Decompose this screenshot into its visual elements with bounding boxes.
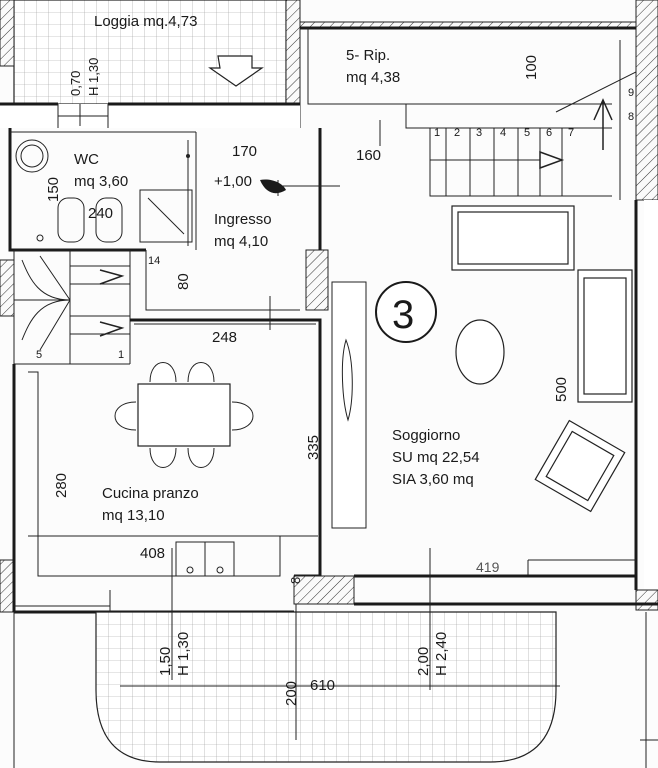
stair-step-6: 6 bbox=[546, 127, 552, 139]
loggia-head-height: H 1,30 bbox=[86, 58, 101, 96]
rip-area: mq 4,38 bbox=[346, 69, 400, 86]
stair-step-4: 4 bbox=[500, 127, 506, 139]
terrace-left-head: H 1,30 bbox=[175, 632, 192, 676]
ingresso-pier bbox=[305, 249, 329, 311]
entrance-door-icon bbox=[260, 179, 286, 194]
left-wall-mid bbox=[0, 259, 15, 317]
loggia-wall-left bbox=[0, 0, 15, 67]
right-wall-top bbox=[635, 0, 658, 201]
ingresso-step-note: 14 bbox=[148, 255, 160, 267]
stair-step-5: 5 bbox=[524, 127, 530, 139]
soggiorno-dim-top: 160 bbox=[356, 147, 381, 164]
armchair bbox=[534, 419, 626, 513]
soggiorno-sia: SIA 3,60 mq bbox=[392, 471, 474, 488]
left-wall-low bbox=[0, 559, 15, 613]
stairs-left bbox=[13, 249, 131, 365]
terrace-right-sill: 2,00 bbox=[415, 647, 432, 676]
ingresso-dim-top: 170 bbox=[232, 143, 257, 160]
loggia-sill-height: 0,70 bbox=[68, 71, 83, 96]
right-wall-low bbox=[644, 200, 658, 600]
loggia-arrow-icon bbox=[208, 55, 264, 87]
rip-dimension: 100 bbox=[523, 55, 540, 80]
wc-area: mq 3,60 bbox=[74, 173, 128, 190]
wc-wall-top bbox=[0, 104, 300, 128]
stair-step-3: 3 bbox=[476, 127, 482, 139]
sofa-top bbox=[451, 205, 575, 271]
unit-number-circle bbox=[375, 281, 437, 343]
loggia-wall-right bbox=[285, 0, 301, 105]
stairs-top bbox=[429, 71, 637, 197]
pier-bottom-right bbox=[635, 589, 658, 611]
wc-name: WC bbox=[74, 151, 99, 168]
loggia-label: Loggia mq.4,73 bbox=[94, 13, 197, 30]
soggiorno-dim-bottom: 419 bbox=[476, 559, 500, 575]
cucina-area: mq 13,10 bbox=[102, 507, 165, 524]
ingresso-name: Ingresso bbox=[214, 211, 272, 228]
stair-left-end: 1 bbox=[118, 349, 124, 361]
wc-sink bbox=[15, 139, 49, 173]
loggia-floor bbox=[13, 0, 287, 105]
bottom-mark: 8 bbox=[288, 577, 303, 584]
terrace-right-head: H 2,40 bbox=[433, 632, 450, 676]
toilet bbox=[57, 197, 85, 243]
ingresso-level: +1,00 bbox=[214, 173, 252, 190]
unit-number: 3 bbox=[392, 293, 414, 337]
cucina-dim-left: 280 bbox=[53, 473, 70, 498]
ingresso-dim-side: 80 bbox=[175, 273, 192, 290]
soggiorno-name: Soggiorno bbox=[392, 427, 460, 444]
stair-step-1: 1 bbox=[434, 127, 440, 139]
dining-table bbox=[137, 383, 231, 447]
wc-dim-height: 150 bbox=[45, 177, 62, 202]
stair-step-9: 9 bbox=[628, 87, 634, 99]
stair-step-7: 7 bbox=[568, 127, 574, 139]
stair-step-8: 8 bbox=[628, 111, 634, 123]
terrace-floor bbox=[95, 611, 557, 763]
soggiorno-dim-side: 500 bbox=[553, 377, 570, 402]
terrace-width: 610 bbox=[310, 677, 335, 694]
cucina-name: Cucina pranzo bbox=[102, 485, 199, 502]
cucina-dim-side: 335 bbox=[305, 435, 322, 460]
bidet bbox=[95, 197, 123, 243]
stair-left-start: 5 bbox=[36, 349, 42, 361]
stair-step-2: 2 bbox=[454, 127, 460, 139]
cucina-dim-bottom: 408 bbox=[140, 545, 165, 562]
pier-bottom-mid bbox=[293, 575, 355, 605]
soggiorno-su: SU mq 22,54 bbox=[392, 449, 480, 466]
ingresso-area: mq 4,10 bbox=[214, 233, 268, 250]
coffee-table bbox=[455, 319, 505, 385]
rip-name: 5- Rip. bbox=[346, 47, 390, 64]
terrace-left-sill: 1,50 bbox=[157, 647, 174, 676]
dining-chairs bbox=[114, 362, 254, 468]
shower-tray bbox=[139, 189, 193, 243]
cucina-dim-top: 248 bbox=[212, 329, 237, 346]
terrace-depth: 200 bbox=[283, 681, 300, 706]
wc-dim-width: 240 bbox=[88, 205, 113, 222]
sofa-right bbox=[577, 269, 633, 403]
